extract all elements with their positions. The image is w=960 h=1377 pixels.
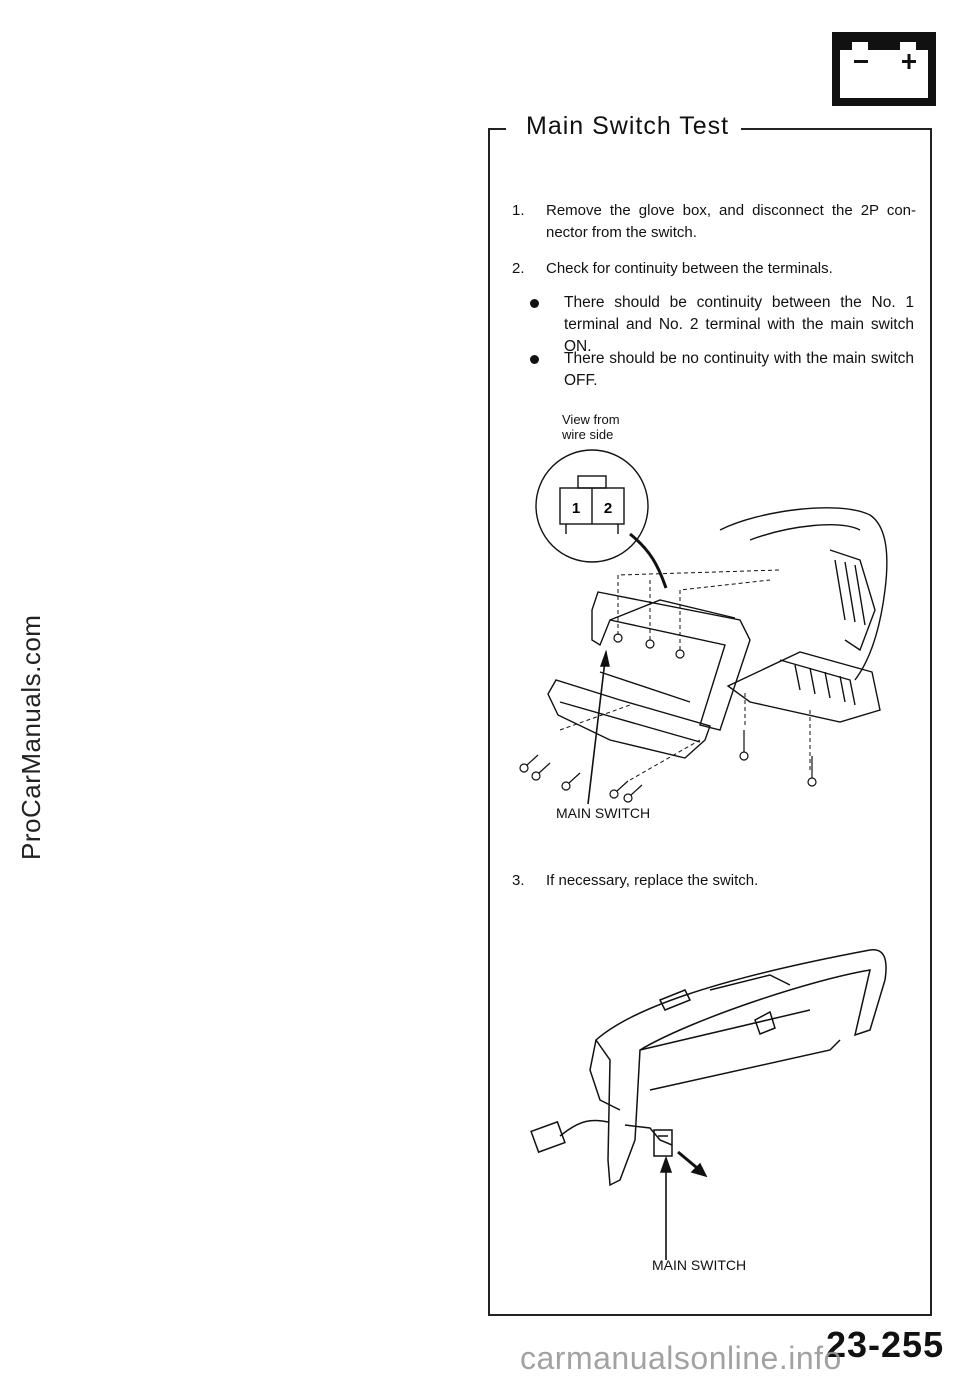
- battery-icon: [832, 32, 936, 106]
- terminal-1-label: 1: [572, 500, 580, 517]
- view-caption-line: wire side: [562, 427, 614, 442]
- bullet-dot: [530, 355, 539, 364]
- bullet-continuity-on: There should be continuity between the N…: [530, 292, 914, 358]
- terminal-2-label: 2: [604, 500, 612, 517]
- main-switch-callout-1: MAIN SWITCH: [556, 805, 651, 821]
- glove-box-switch-figure: [530, 949, 887, 1260]
- glove-box-exploded-figure: 1 2: [519, 449, 888, 805]
- step-text: Remove the glove box, and disconnect the…: [546, 202, 916, 241]
- step-number: 2.: [512, 260, 525, 277]
- view-caption-line: View from: [562, 412, 620, 427]
- bullet-dot: [530, 299, 539, 308]
- page-number: 23-255: [826, 1324, 945, 1365]
- view-caption: View from wire side: [562, 412, 620, 442]
- step-text: Check for continuity between the termina…: [546, 260, 833, 277]
- bullet-continuity-off: There should be no continuity with the m…: [530, 348, 914, 392]
- step-number: 3.: [512, 872, 525, 889]
- step-number: 1.: [512, 202, 525, 219]
- footer-watermark: carmanualsonline.info: [520, 1340, 842, 1376]
- main-switch-callout-2: MAIN SWITCH: [652, 1257, 747, 1273]
- bullet-text: There should be no continuity with the m…: [564, 350, 914, 389]
- section-title: Main Switch Test: [514, 112, 742, 141]
- step-text: If necessary, replace the switch.: [546, 872, 759, 889]
- bullet-text: There should be continuity between the N…: [564, 294, 914, 355]
- side-watermark: ProCarManuals.com: [16, 614, 46, 860]
